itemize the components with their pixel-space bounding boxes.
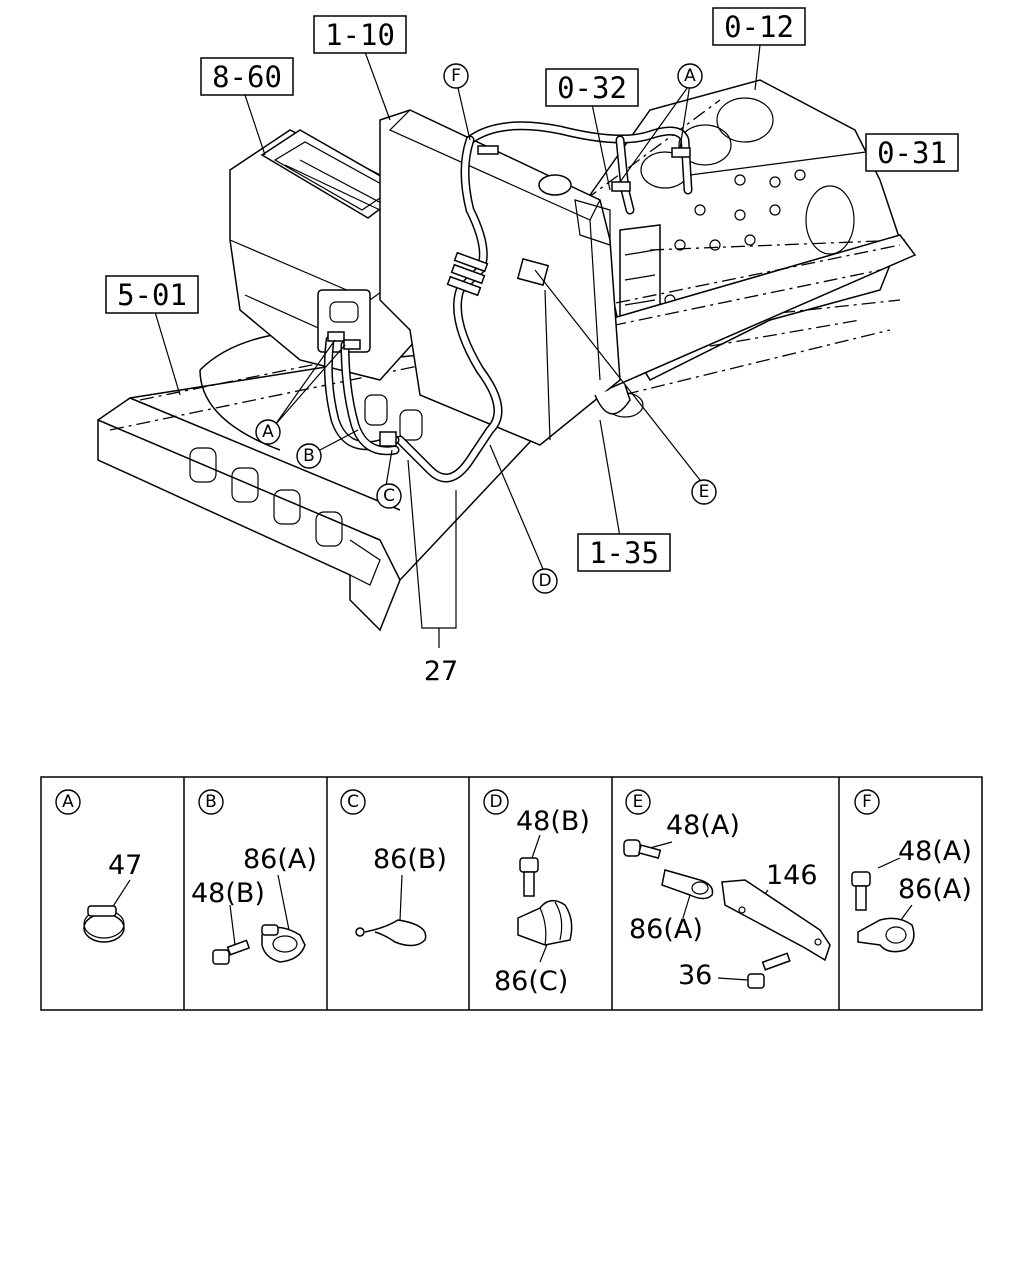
- panel-f-label-48a: 48(A): [898, 836, 972, 867]
- svg-text:F: F: [451, 66, 461, 86]
- bolt-icon: [623, 839, 662, 859]
- callout-e: E: [691, 479, 717, 505]
- panel-a-letter: A: [55, 789, 81, 815]
- panel-e-label-86a: 86(A): [629, 914, 703, 945]
- detail-panel-d: D 48(B) 86(C): [483, 789, 590, 997]
- ref-box-1-35: 1-35: [577, 533, 671, 572]
- svg-text:5-01: 5-01: [117, 278, 187, 312]
- p-clip-icon: [261, 924, 306, 963]
- ref-box-0-32: 0-32: [545, 68, 639, 107]
- ref-box-5-01: 5-01: [105, 275, 199, 314]
- wire-clip-icon: [355, 919, 427, 947]
- callout-c: C: [376, 483, 402, 509]
- leader-lines: [154, 44, 867, 648]
- panel-a-label-47: 47: [108, 850, 142, 881]
- coolant-tank: [379, 109, 631, 446]
- detail-panels: [40, 776, 983, 1011]
- ref-box-0-12: 0-12: [712, 7, 806, 46]
- panel-d-label-48b: 48(B): [516, 806, 590, 837]
- svg-text:A: A: [262, 422, 274, 442]
- detail-panel-a: A 47: [55, 789, 142, 943]
- bolt-icon: [212, 939, 251, 965]
- bracket-icon: [721, 879, 831, 962]
- ref-box-0-31: 0-31: [865, 133, 959, 172]
- callout-a-left: A: [255, 419, 281, 445]
- heater-hoses: [323, 121, 693, 483]
- svg-text:E: E: [699, 482, 710, 502]
- detail-panel-f: F 48(A) 86(A): [851, 789, 972, 953]
- panel-b-letter: B: [198, 789, 224, 815]
- svg-text:C: C: [347, 792, 359, 812]
- panel-b-label-86a: 86(A): [243, 844, 317, 875]
- svg-text:B: B: [205, 792, 217, 812]
- detail-panel-b: B 86(A) 48(B): [191, 789, 317, 965]
- detail-panel-e: E 48(A) 146 86(A) 36: [623, 789, 831, 991]
- panel-f-label-86a: 86(A): [898, 874, 972, 905]
- svg-text:D: D: [489, 792, 502, 812]
- svg-text:A: A: [684, 66, 696, 86]
- panel-b-label-48b: 48(B): [191, 878, 265, 909]
- hose-clamp-icon: [83, 879, 131, 943]
- p-clip-icon: [661, 869, 714, 900]
- svg-text:8-60: 8-60: [212, 60, 282, 94]
- panel-c-letter: C: [340, 789, 366, 815]
- panel-e-letter: E: [625, 789, 651, 815]
- svg-text:1-10: 1-10: [325, 18, 395, 52]
- svg-text:E: E: [633, 792, 644, 812]
- bolt-icon: [747, 952, 791, 989]
- panel-c-label-86b: 86(B): [373, 844, 447, 875]
- callout-f: F: [443, 63, 469, 89]
- svg-text:B: B: [303, 446, 315, 466]
- panel-e-label-36: 36: [678, 960, 712, 991]
- svg-text:0-32: 0-32: [557, 71, 627, 105]
- bolt-icon: [519, 857, 539, 897]
- svg-text:D: D: [538, 571, 551, 591]
- p-clip-icon: [857, 917, 915, 953]
- panel-e-label-146: 146: [766, 860, 818, 891]
- svg-text:C: C: [383, 486, 395, 506]
- ref-box-8-60: 8-60: [200, 57, 294, 96]
- callout-b: B: [296, 443, 322, 469]
- panel-f-letter: F: [854, 789, 880, 815]
- ref-box-1-10: 1-10: [313, 15, 407, 54]
- panel-d-letter: D: [483, 789, 509, 815]
- bracket-clip-icon: [517, 899, 573, 946]
- detail-panel-c: C 86(B): [340, 789, 447, 947]
- part-number-27: 27: [424, 656, 458, 687]
- panel-e-label-48a: 48(A): [666, 810, 740, 841]
- panel-d-label-86c: 86(C): [494, 966, 568, 997]
- svg-text:0-31: 0-31: [877, 136, 947, 170]
- svg-text:F: F: [862, 792, 872, 812]
- svg-text:1-35: 1-35: [589, 536, 659, 570]
- bolt-icon: [851, 871, 871, 911]
- callout-a-top: A: [677, 63, 703, 89]
- svg-text:0-12: 0-12: [724, 10, 794, 44]
- svg-text:A: A: [62, 792, 74, 812]
- callout-d: D: [532, 568, 558, 594]
